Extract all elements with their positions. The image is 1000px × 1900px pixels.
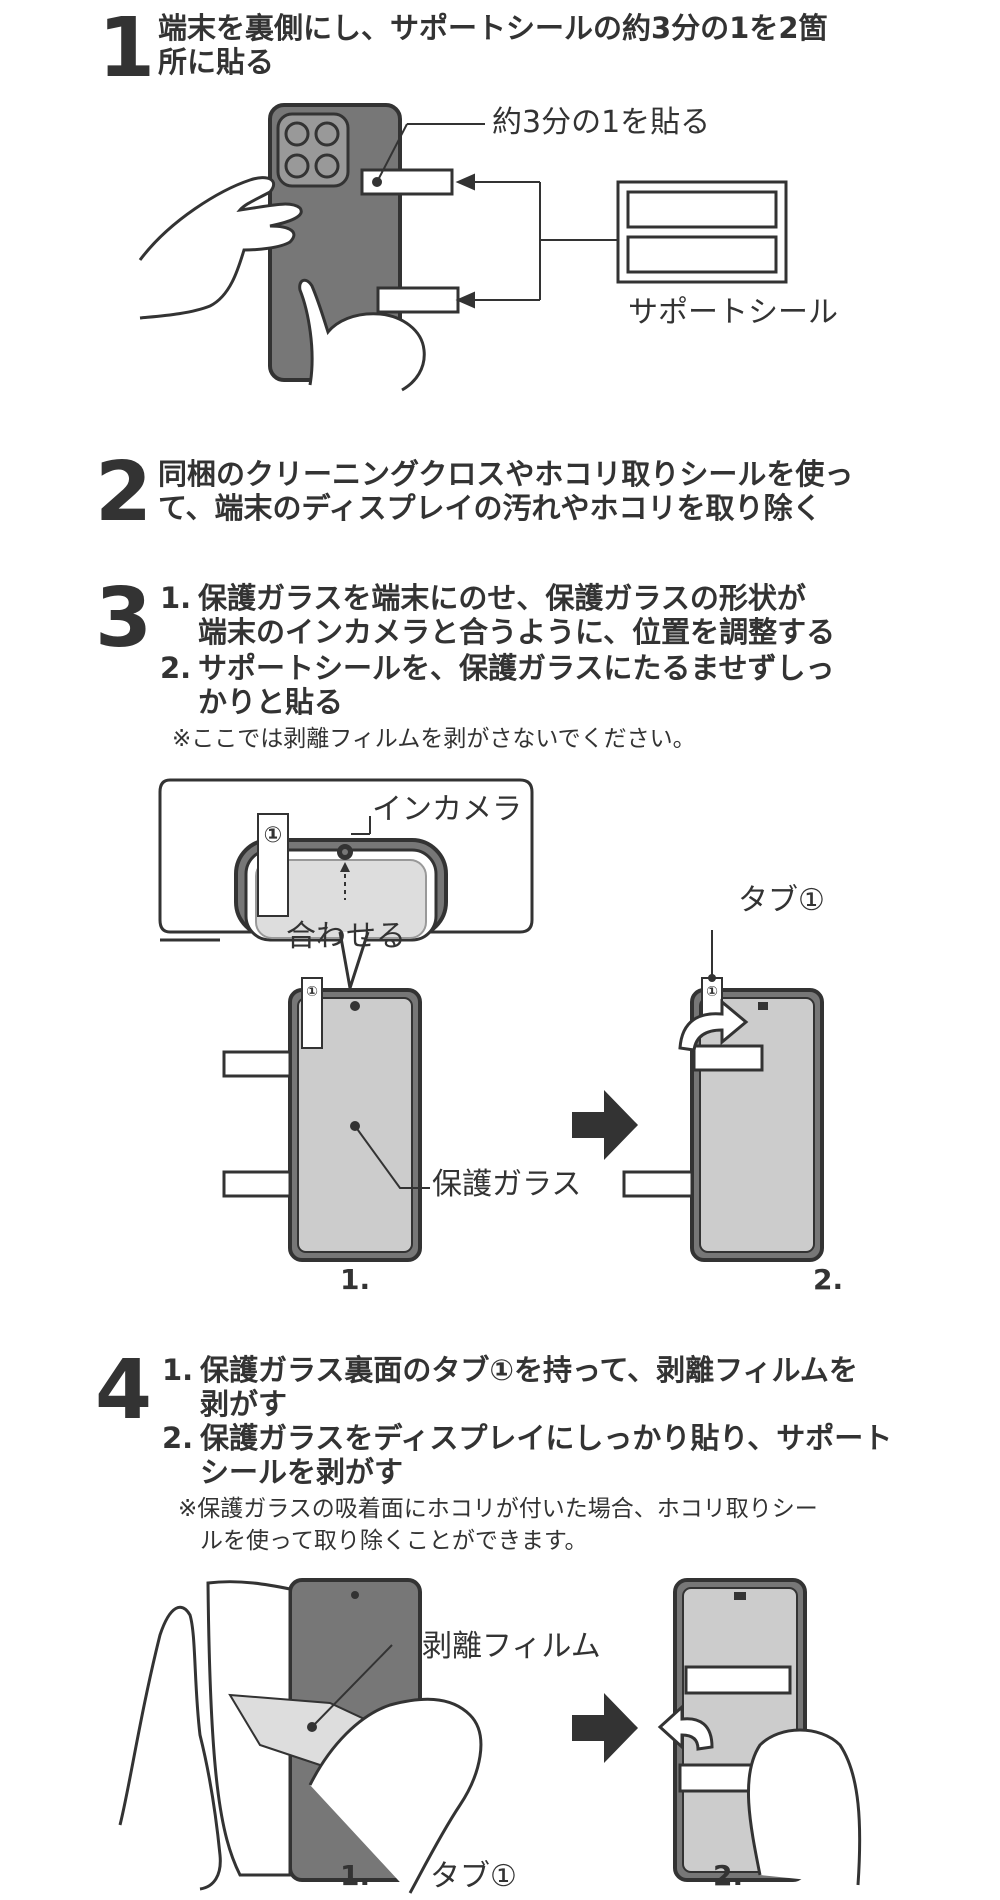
label-align: 合わせる [286, 919, 406, 954]
label-one-third: 約3分の1を貼る [492, 105, 711, 140]
step3-item1-line1: 保護ガラスを端末にのせ、保護ガラスの形状が [198, 581, 806, 615]
step4-item2-marker: 2. [162, 1421, 194, 1455]
right-arrow-icon-2 [572, 1693, 638, 1763]
curved-arrow-icon-2 [657, 1703, 714, 1751]
right-hand-step4 [308, 1697, 483, 1894]
phone2-tab-mark: ① [706, 984, 718, 1000]
step2-heading-line1: 同梱のクリーニングクロスやホコリ取りシールを使っ [158, 457, 854, 491]
step1-heading-line2: 所に貼る [158, 45, 275, 79]
phone1-tab-mark: ① [306, 984, 318, 1000]
camera-module-icon [276, 112, 350, 188]
step4-item1-line1: 保護ガラス裏面のタブ①を持って、剥離フィルムを [200, 1353, 858, 1387]
arrow-icon [455, 173, 618, 309]
right-arrow-icon [572, 1090, 638, 1160]
support-seal-sheet [616, 180, 788, 284]
phone-front-2 [622, 930, 824, 1262]
zoom-callout [158, 778, 534, 942]
step1-illustration [138, 103, 788, 392]
step2-heading-line2: て、端末のディスプレイの汚れやホコリを取り除く [158, 491, 822, 525]
right-hand-peeling [746, 1728, 862, 1886]
step4-item2-line1: 保護ガラスをディスプレイにしっかり貼り、サポート [200, 1421, 893, 1455]
step3-sub2: 2. [813, 1263, 844, 1296]
phone-front-1 [222, 977, 430, 1262]
support-seal-lower [376, 286, 460, 314]
step4-note-line1: ※保護ガラスの吸着面にホコリが付いた場合、ホコリ取りシー [178, 1496, 818, 1522]
step3-item1-line2: 端末のインカメラと合うように、位置を調整する [198, 615, 836, 649]
step3-sub1: 1. [340, 1263, 371, 1296]
step4-item1-line2: 剥がす [200, 1387, 288, 1421]
step3-item2-line1: サポートシールを、保護ガラスにたるませずしっ [198, 651, 835, 685]
step4-item2-line2: シールを剥がす [200, 1455, 404, 1489]
step4-sub1: 1. [340, 1859, 371, 1892]
step3-item2-marker: 2. [160, 651, 192, 685]
step4-sub2: 2. [713, 1859, 744, 1892]
label-release-film: 剥離フィルム [422, 1629, 601, 1664]
step3-item1-marker: 1. [160, 581, 192, 615]
step1-heading-line1: 端末を裏側にし、サポートシールの約3分の1を2箇 [158, 11, 828, 45]
step3-illustration: ① ① ① [158, 778, 824, 1262]
step3-item2-line2: かりと貼る [198, 685, 344, 719]
left-hand [138, 176, 303, 320]
label-glass: 保護ガラス [432, 1167, 582, 1202]
label-support-seal: サポートシール [628, 295, 838, 330]
lower-hand [298, 278, 426, 392]
step3-number: 3 [95, 571, 153, 666]
callout-tab-mark: ① [264, 823, 283, 848]
step4-item1-marker: 1. [162, 1353, 194, 1387]
label-in-camera: インカメラ [372, 792, 522, 827]
step4-note-line2: ルを使って取り除くことができます。 [200, 1528, 588, 1554]
step2-number: 2 [95, 445, 153, 540]
left-hand-step4 [118, 1605, 222, 1891]
step3-note: ※ここでは剥離フィルムを剥がさないでください。 [172, 726, 696, 752]
step4-illustration [118, 1578, 862, 1894]
step1-number: 1 [98, 1, 156, 96]
step4-number: 4 [95, 1343, 153, 1438]
label-tab-step4: タブ① [430, 1859, 517, 1894]
label-tab-step3: タブ① [738, 883, 825, 918]
curved-arrow-icon [678, 998, 749, 1052]
